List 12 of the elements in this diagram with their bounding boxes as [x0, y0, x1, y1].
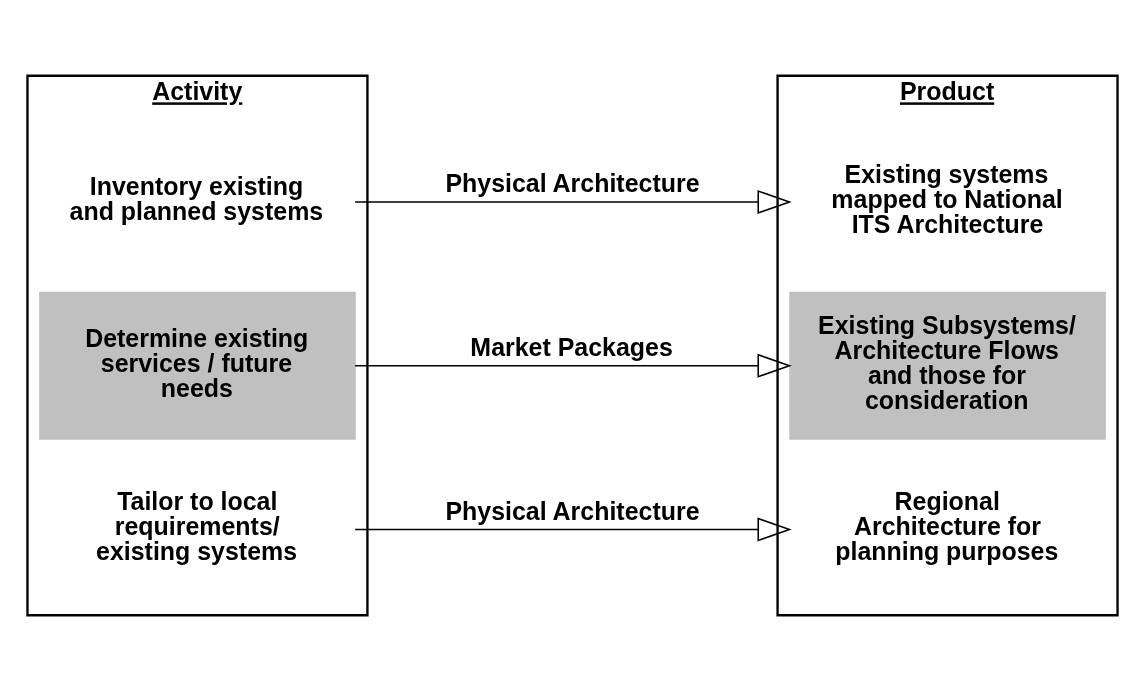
node-box: Determine existing services / future needs: [39, 291, 356, 440]
arrow: [354, 353, 792, 378]
node-box: Existing Subsystems/ Architecture Flows and those for consideration: [789, 291, 1106, 440]
arrow: [354, 189, 792, 214]
edge-label: Physical Architecture: [445, 496, 700, 525]
node-text: Tailor to local requirements/ existing systems: [96, 486, 298, 565]
edge-label: Market Packages: [470, 332, 673, 361]
node-text: Inventory existing and planned systems: [69, 171, 324, 225]
edge-label: Physical Architecture: [445, 168, 700, 197]
node-text: Regional Architecture for planning purposes: [835, 486, 1059, 565]
node-text: Existing systems mapped to National ITS Architecture: [831, 159, 1063, 238]
arrow: [354, 517, 792, 542]
